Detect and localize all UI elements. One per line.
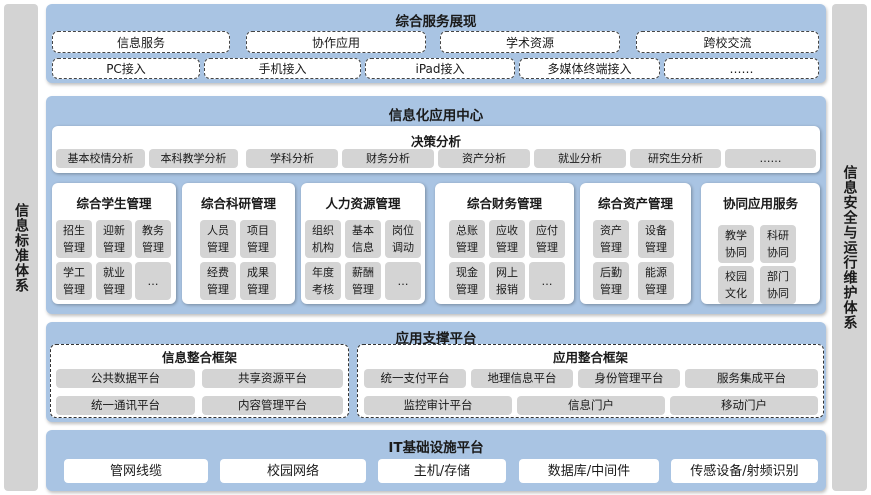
service-item: 信息服务	[52, 31, 230, 53]
module-item: 就业 管理	[96, 262, 132, 300]
module-item: 后勤 管理	[593, 262, 629, 300]
module-item: 迎新 管理	[96, 220, 132, 258]
infra-item: 校园网络	[220, 459, 366, 483]
right-side-column: 信息安全与运行维护体系	[832, 4, 867, 491]
hr-mgmt-title: 人力资源管理	[325, 196, 401, 211]
module-item: 岗位 调动	[385, 220, 421, 258]
collab-service-title: 协同应用服务	[722, 196, 798, 211]
support-item: 统一通讯平台	[56, 396, 195, 415]
support-item: 监控审计平台	[364, 396, 512, 415]
access-item: PC接入	[52, 58, 200, 79]
module-item: 总账 管理	[449, 220, 485, 258]
service-presentation-title: 综合服务展现	[395, 14, 477, 30]
info-integration-title: 信息整合框架	[161, 350, 237, 365]
module-item: …	[529, 262, 565, 300]
module-item: 组织 机构	[305, 220, 341, 258]
module-item: 部门 协同	[760, 266, 796, 304]
support-item: 服务集成平台	[685, 369, 818, 388]
module-item: 设备 管理	[638, 220, 674, 258]
module-item: 能源 管理	[638, 262, 674, 300]
finance-mgmt-title: 综合财务管理	[466, 196, 542, 211]
decision-item: ……	[725, 149, 816, 168]
access-item: iPad接入	[365, 58, 515, 79]
module-item: …	[135, 262, 171, 300]
module-item: 年度 考核	[305, 262, 341, 300]
decision-item: 本科教学分析	[149, 149, 238, 168]
decision-item: 就业分析	[534, 149, 626, 168]
support-item: 移动门户	[670, 396, 818, 415]
support-item: 共享资源平台	[202, 369, 343, 388]
app-support-title: 应用支撑平台	[395, 331, 477, 347]
standards-system-label: 信息标准体系	[13, 202, 29, 293]
infra-item: 主机/存储	[378, 459, 506, 483]
left-side-column: 信息标准体系	[4, 4, 38, 491]
module-item: 经费 管理	[200, 262, 236, 300]
module-item: 现金 管理	[449, 262, 485, 300]
support-item: 信息门户	[517, 396, 665, 415]
decision-item: 研究生分析	[630, 149, 721, 168]
module-item: 学工 管理	[56, 262, 92, 300]
module-item: 应付 管理	[529, 220, 565, 258]
service-item: 跨校交流	[636, 31, 819, 53]
app-center-title: 信息化应用中心	[388, 108, 484, 124]
module-item: 科研 协同	[760, 225, 796, 263]
module-item: 薪酬 管理	[345, 262, 381, 300]
access-item: 多媒体终端接入	[519, 58, 660, 79]
research-mgmt-title: 综合科研管理	[200, 196, 276, 211]
infra-item: 数据库/中间件	[519, 459, 659, 483]
module-item: 成果 管理	[240, 262, 276, 300]
module-item: 资产 管理	[593, 220, 629, 258]
support-item: 地理信息平台	[471, 369, 573, 388]
module-item: 人员 管理	[200, 220, 236, 258]
module-item: 应收 管理	[489, 220, 525, 258]
decision-analysis-title: 决策分析	[410, 134, 461, 149]
module-item: 校园 文化	[718, 266, 754, 304]
support-item: 身份管理平台	[578, 369, 680, 388]
support-item: 内容管理平台	[202, 396, 343, 415]
module-item: 招生 管理	[56, 220, 92, 258]
access-item: ……	[664, 58, 819, 79]
decision-item: 资产分析	[438, 149, 530, 168]
support-item: 统一支付平台	[364, 369, 466, 388]
access-item: 手机接入	[204, 58, 361, 79]
asset-mgmt-title: 综合资产管理	[597, 196, 673, 211]
it-infrastructure-title: IT基础设施平台	[388, 440, 484, 456]
infra-item: 传感设备/射频识别	[671, 459, 818, 483]
app-integration-title: 应用整合框架	[552, 350, 628, 365]
decision-item: 基本校情分析	[56, 149, 145, 168]
decision-item: 财务分析	[342, 149, 434, 168]
support-item: 公共数据平台	[56, 369, 195, 388]
decision-item: 学科分析	[246, 149, 338, 168]
student-mgmt-title: 综合学生管理	[76, 196, 152, 211]
module-item: 教务 管理	[135, 220, 171, 258]
module-item: …	[385, 262, 421, 300]
service-item: 协作应用	[246, 31, 426, 53]
security-ops-system-label: 信息安全与运行维护体系	[841, 165, 858, 330]
module-item: 网上 报销	[489, 262, 525, 300]
module-item: 教学 协同	[718, 225, 754, 263]
module-item: 项目 管理	[240, 220, 276, 258]
module-item: 基本 信息	[345, 220, 381, 258]
infra-item: 管网线缆	[64, 459, 208, 483]
service-item: 学术资源	[440, 31, 620, 53]
